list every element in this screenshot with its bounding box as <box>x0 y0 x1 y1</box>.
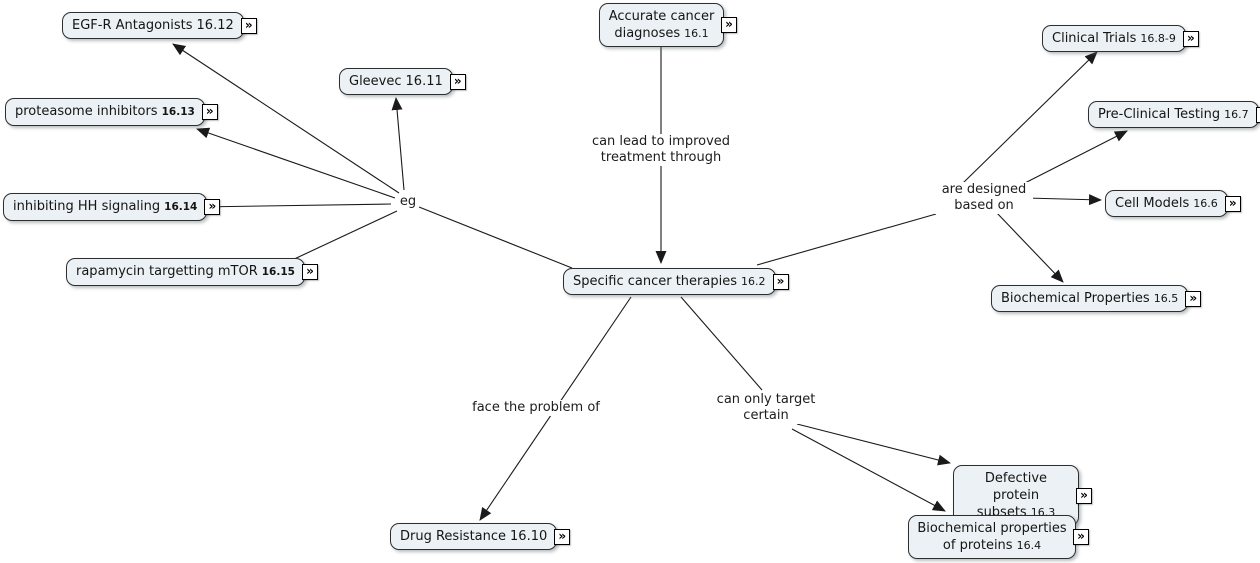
node-ref: 16.8-9 <box>1140 32 1176 45</box>
node-label: Gleevec <box>349 74 402 89</box>
node-ref: 16.7 <box>1224 108 1249 121</box>
edge-eg-to-proteasome <box>196 127 396 199</box>
expand-chevron-icon[interactable]: » <box>449 73 466 90</box>
node-ref: 16.14 <box>164 201 198 213</box>
expand-chevron-icon[interactable]: » <box>1255 106 1260 123</box>
expand-chevron-icon[interactable]: » <box>1076 487 1092 504</box>
link-label-can-lead-to-improved-treatment[interactable]: can lead to improved treatment through <box>589 134 733 166</box>
node-label: EGF-R Antagonists <box>72 18 193 33</box>
expand-chevron-icon[interactable]: » <box>1182 30 1199 47</box>
edge-specific-to-eg <box>418 206 573 269</box>
edge-eg-to-hh <box>197 201 392 213</box>
edge-designed-to-clinical <box>962 51 1098 184</box>
link-label-are-designed-based-on[interactable]: are designed based on <box>935 182 1033 214</box>
edge-designed-to-preclinical <box>1020 130 1128 186</box>
expand-chevron-icon[interactable]: » <box>201 104 218 120</box>
edge-eg-to-egfr <box>172 43 400 194</box>
node-label: inhibiting HH signaling <box>13 199 161 214</box>
edge-specific-to-designed <box>756 213 937 266</box>
edge-canonly-to-biochemproteins <box>791 428 946 512</box>
expand-chevron-icon[interactable]: » <box>772 273 789 290</box>
node-label: Biochemical properties of proteins <box>917 521 1067 553</box>
node-label: proteasome inhibitors <box>15 104 158 119</box>
node-label: Specific cancer therapies <box>573 274 737 289</box>
node-ref: 16.2 <box>741 275 766 288</box>
expand-chevron-icon[interactable]: » <box>301 264 318 280</box>
node-ref: 16.10 <box>510 529 548 544</box>
link-label-can-only-target-certain[interactable]: can only target certain <box>711 392 821 424</box>
expand-chevron-icon[interactable]: » <box>554 528 571 545</box>
edge-specific-to-canonly <box>680 296 763 391</box>
node-label: Pre-Clinical Testing <box>1098 107 1221 122</box>
node-ref: 16.6 <box>1193 197 1218 210</box>
node-specific-cancer-therapies[interactable]: Specific cancer therapies 16.2 » <box>563 268 789 295</box>
node-label: Clinical Trials <box>1052 31 1137 46</box>
node-label: Biochemical Properties <box>1001 291 1150 306</box>
edge-eg-to-rapamycin <box>289 210 398 262</box>
expand-chevron-icon[interactable]: » <box>204 199 221 215</box>
node-ref: 16.13 <box>161 106 195 118</box>
edge-eg-to-gleevec <box>391 97 405 191</box>
link-label-face-the-problem-of[interactable]: face the problem of <box>470 400 602 416</box>
node-label: Accurate cancer diagnoses <box>608 9 715 41</box>
edge-designed-to-biochemprops <box>995 211 1064 283</box>
node-ref: 16.11 <box>405 74 443 89</box>
node-label: Cell Models <box>1115 196 1190 211</box>
node-ref: 16.1 <box>684 27 709 40</box>
expand-chevron-icon[interactable]: » <box>1073 529 1089 545</box>
expand-chevron-icon[interactable]: » <box>1185 290 1202 307</box>
expand-chevron-icon[interactable]: » <box>240 17 257 34</box>
edge-canonly-to-defective <box>796 423 951 466</box>
node-ref: 16.4 <box>1016 539 1042 552</box>
node-ref: 16.12 <box>196 18 234 33</box>
expand-chevron-icon[interactable]: » <box>1224 195 1241 212</box>
node-label: rapamycin targetting mTOR <box>76 264 258 279</box>
node-ref: 16.15 <box>261 266 295 278</box>
expand-chevron-icon[interactable]: » <box>721 17 737 33</box>
link-label-eg[interactable]: eg <box>397 194 419 210</box>
edge-designed-to-cellmodels <box>1025 194 1102 206</box>
node-label: Drug Resistance <box>400 529 507 544</box>
node-ref: 16.5 <box>1153 292 1179 305</box>
